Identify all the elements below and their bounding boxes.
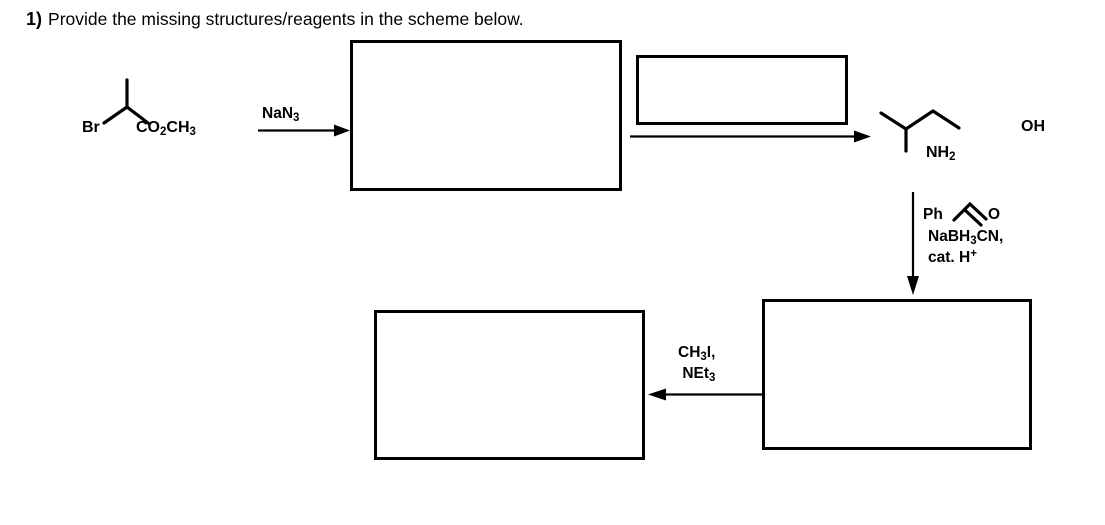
atom-label-br: Br (82, 119, 100, 136)
structure-2-aminopropan-1-ol (875, 104, 1035, 164)
skeletal-bonds-amino-alcohol (879, 109, 961, 153)
reagent-label-net3: NEt3 (678, 364, 715, 385)
co2ch3-sub-2: 2 (160, 126, 167, 138)
atom-label-o-benzaldehyde: O (988, 206, 1001, 223)
nh2-sub: 2 (949, 151, 956, 163)
arrow-down-glyph (907, 192, 919, 295)
cat-acid-pre: cat. H (928, 249, 971, 266)
arrow-left-glyph (648, 388, 762, 401)
question-number: 1) (26, 9, 43, 29)
answer-box-product-4[interactable] (374, 310, 645, 460)
co2ch3-c-o: CO (136, 119, 160, 136)
net3-pre: NEt (682, 365, 710, 382)
structure-benzaldehyde-bonds (952, 198, 1012, 232)
nabh3cn-post: CN, (976, 228, 1004, 245)
ch3i-post: I, (706, 344, 716, 361)
atom-label-nh2: NH2 (926, 144, 956, 164)
reagent-stack-methylation: CH3I, NEt3 (678, 343, 715, 385)
reaction-arrow-nan3 (256, 122, 356, 140)
skeletal-bonds-starting-material (102, 78, 150, 125)
skeletal-bonds-benzaldehyde (952, 202, 988, 227)
reaction-arrow-methylation (646, 386, 766, 404)
nabh3cn-pre: NaBH (928, 228, 971, 245)
net3-sub: 3 (709, 372, 716, 384)
structure-methyl-2-bromopropanoate (70, 78, 260, 138)
nh2-main: NH (926, 144, 950, 161)
atom-label-co2ch3: CO2CH3 (136, 119, 196, 139)
reagent-stack-reductive-amination: NaBH3CN, cat. H+ (928, 227, 1003, 269)
ch3i-sub: 3 (700, 351, 707, 363)
answer-box-reagent[interactable] (636, 55, 848, 125)
co2ch3-ch: CH (166, 119, 190, 136)
answer-box-product-1[interactable] (350, 40, 622, 191)
arrow-right-glyph (630, 130, 871, 143)
arrow-right-glyph (258, 124, 350, 137)
cat-acid-sup: + (970, 248, 977, 260)
atom-label-oh: OH (1021, 118, 1045, 135)
question-text: Provide the missing structures/reagents … (48, 9, 524, 29)
nan3-sub: 3 (293, 112, 300, 124)
reagent-label-nabh3cn: NaBH3CN, (928, 227, 1003, 248)
ch3i-pre: CH (678, 344, 701, 361)
reagent-label-cat-acid: cat. H+ (928, 248, 1003, 269)
answer-box-product-3[interactable] (762, 299, 1032, 450)
nabh3cn-sub: 3 (970, 235, 977, 247)
reagent-label-ch3i: CH3I, (678, 343, 715, 364)
reagent-label-nan3: NaN3 (262, 104, 299, 125)
reaction-arrow-reductive-amination (904, 190, 924, 300)
page-title: 1)Provide the missing structures/reagent… (26, 8, 524, 30)
nan3-main: NaN (262, 105, 294, 122)
reagent-label-ph: Ph (923, 206, 943, 223)
co2ch3-sub-3: 3 (189, 126, 196, 138)
reaction-arrow-boxed-reagent (628, 128, 878, 146)
